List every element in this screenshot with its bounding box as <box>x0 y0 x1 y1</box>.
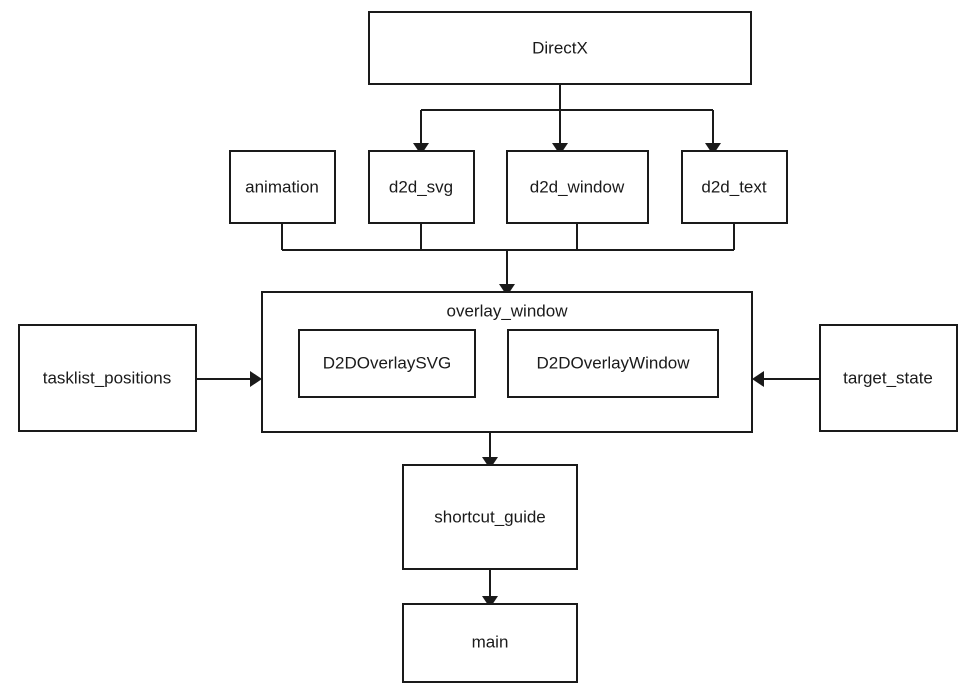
node-d2d-text[interactable]: d2d_text <box>681 150 788 224</box>
node-animation[interactable]: animation <box>229 150 336 224</box>
node-d2d-svg[interactable]: d2d_svg <box>368 150 475 224</box>
node-d2doverlaywindow-label: D2DOverlayWindow <box>536 353 690 372</box>
node-d2d-window[interactable]: d2d_window <box>506 150 649 224</box>
node-main[interactable]: main <box>402 603 578 683</box>
node-d2d-svg-label: d2d_svg <box>389 177 453 196</box>
node-d2doverlaywindow-box[interactable] <box>507 329 719 398</box>
arrowhead-overlay_window-left <box>250 371 262 387</box>
edge-directx-fanout <box>413 84 721 155</box>
arrowhead-shortcut_guide <box>482 457 498 469</box>
arrowhead-main <box>482 596 498 608</box>
node-shortcut-guide[interactable]: shortcut_guide <box>402 464 578 570</box>
edge-overlay_window-shortcut_guide <box>482 432 498 469</box>
node-d2d-window-box[interactable] <box>506 150 649 224</box>
node-d2d-window-label: d2d_window <box>530 177 625 196</box>
edge-target_state-overlay_window <box>752 371 820 387</box>
edge-shortcut_guide-main <box>482 569 498 608</box>
node-directx-label: DirectX <box>532 38 588 57</box>
node-overlay-window-label: overlay_window <box>447 301 569 320</box>
node-tasklist-positions[interactable]: tasklist_positions <box>18 324 197 432</box>
node-overlay-window-group[interactable]: overlay_window D2DOverlaySVG D2DOverlayW… <box>261 291 753 433</box>
arrowhead-d2d_text <box>705 143 721 155</box>
arrowhead-overlay_window-right <box>752 371 764 387</box>
arrowhead-d2d_svg <box>413 143 429 155</box>
edge-tasklist_positions-overlay_window <box>196 371 262 387</box>
node-shortcut-guide-label: shortcut_guide <box>434 507 546 526</box>
node-tasklist-positions-box[interactable] <box>18 324 197 432</box>
node-d2d-text-label: d2d_text <box>701 177 766 196</box>
node-directx-box[interactable] <box>368 11 752 85</box>
node-d2d-text-box[interactable] <box>681 150 788 224</box>
node-target-state[interactable]: target_state <box>819 324 958 432</box>
node-d2d-svg-box[interactable] <box>368 150 475 224</box>
node-animation-label: animation <box>245 177 319 196</box>
node-tasklist-positions-label: tasklist_positions <box>43 368 172 387</box>
edge-modules-to-overlay_window <box>281 223 735 296</box>
node-d2doverlaywindow[interactable]: D2DOverlayWindow <box>507 329 719 398</box>
node-target-state-box[interactable] <box>819 324 958 432</box>
node-d2doverlaysvg-box[interactable] <box>298 329 476 398</box>
arrowhead-d2d_window <box>552 143 568 155</box>
node-directx[interactable]: DirectX <box>368 11 752 85</box>
node-d2doverlaysvg-label: D2DOverlaySVG <box>323 353 451 372</box>
node-animation-box[interactable] <box>229 150 336 224</box>
node-shortcut-guide-box[interactable] <box>402 464 578 570</box>
node-main-box[interactable] <box>402 603 578 683</box>
node-target-state-label: target_state <box>843 368 933 387</box>
arrowhead-overlay_window-top <box>499 284 515 296</box>
node-main-label: main <box>472 632 509 651</box>
node-d2doverlaysvg[interactable]: D2DOverlaySVG <box>298 329 476 398</box>
